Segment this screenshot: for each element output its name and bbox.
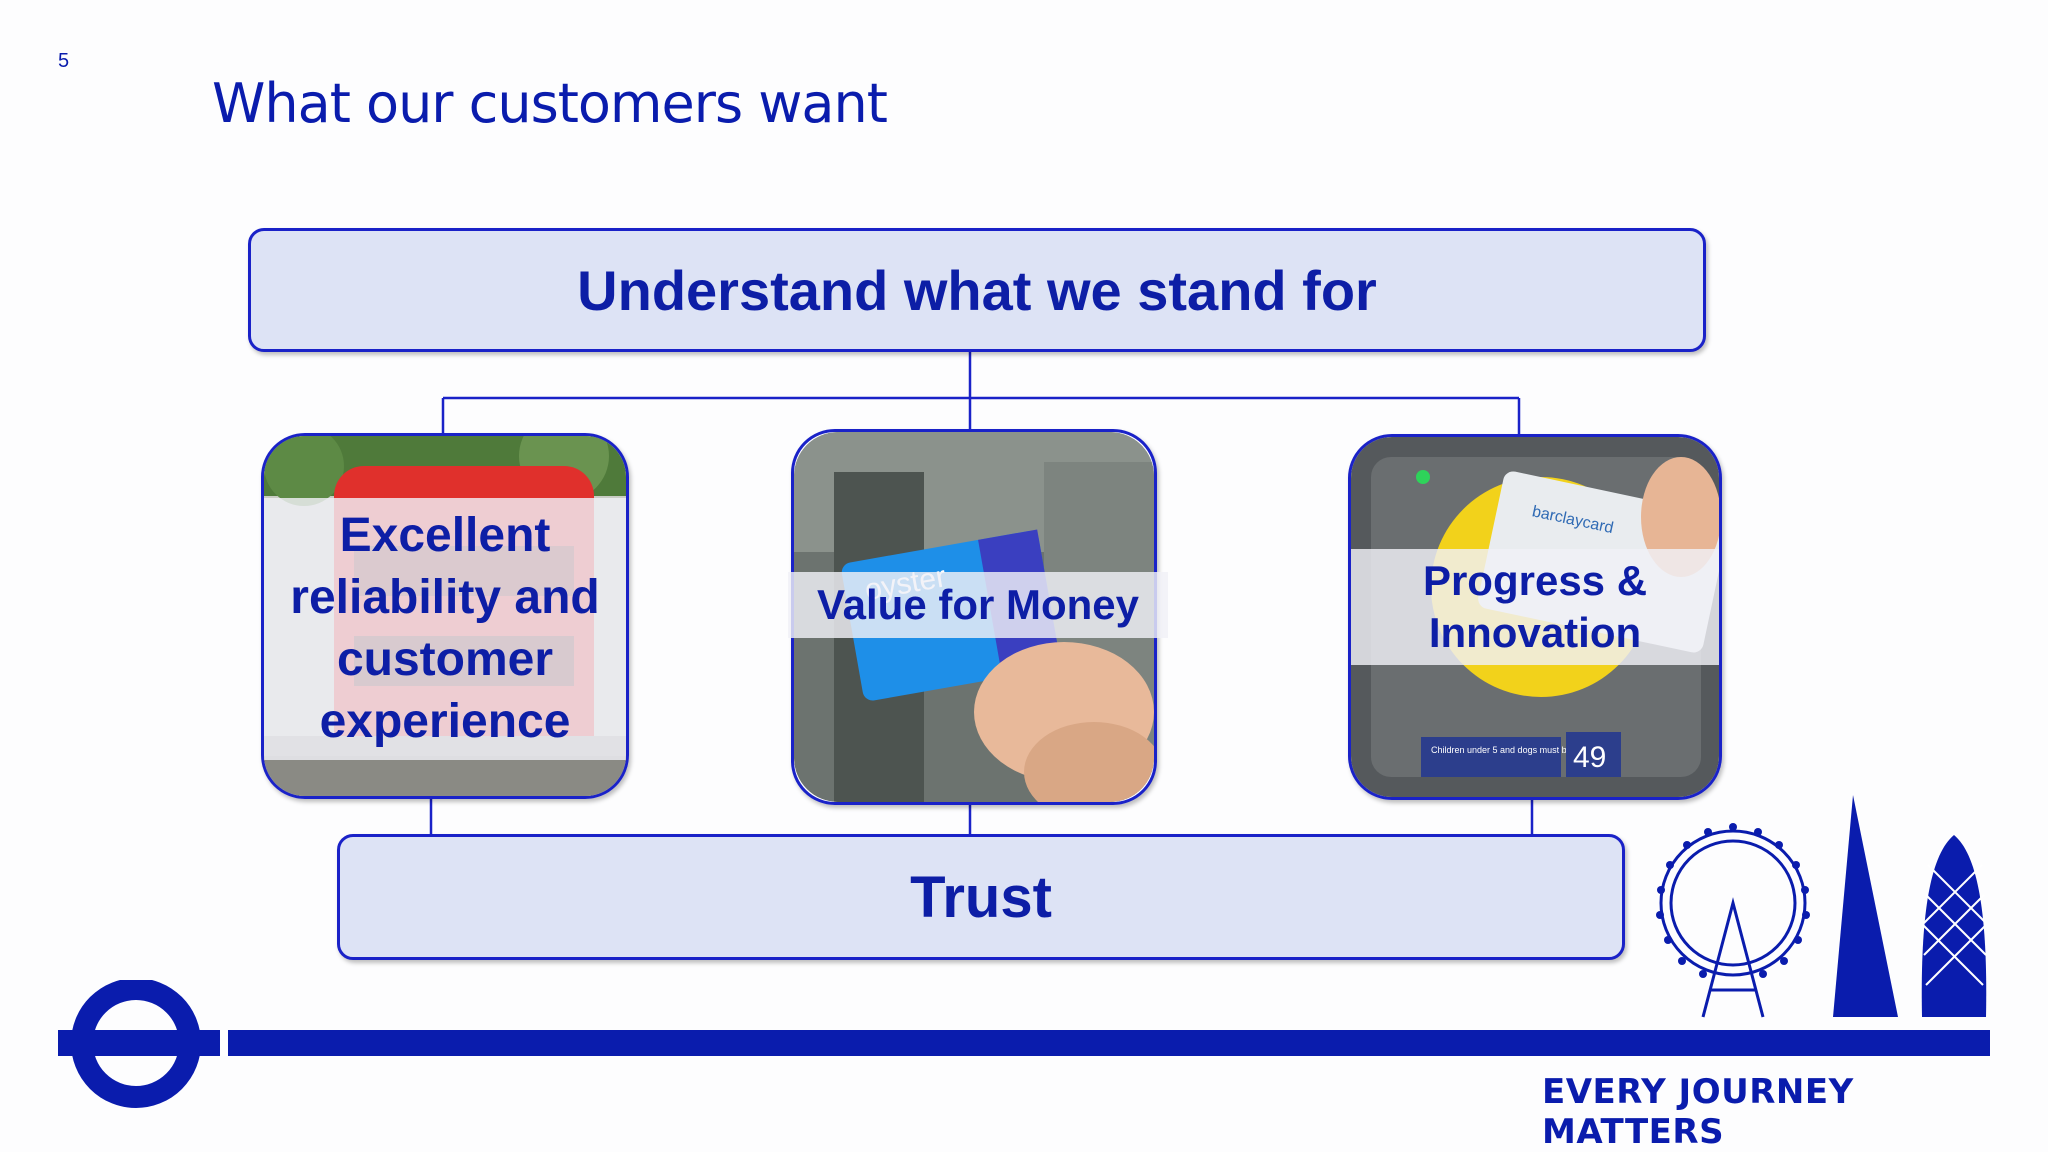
- footer-tagline: EVERY JOURNEY MATTERS: [1542, 1072, 1854, 1152]
- page-title: What our customers want: [212, 72, 888, 135]
- svg-text:49: 49: [1573, 741, 1606, 774]
- pillar-value: oyster Value for Money: [788, 429, 1168, 805]
- base-box-trust: Trust: [337, 834, 1625, 960]
- footer-bar: [58, 1030, 1990, 1056]
- pillar-innovation: barclaycard Children under 5 and dogs mu…: [1348, 434, 1722, 800]
- pillar-label: Excellent reliability and customer exper…: [264, 498, 626, 760]
- page-number: 5: [58, 50, 70, 72]
- top-box-understand: Understand what we stand for: [248, 228, 1706, 352]
- pillar-reliability: Excellent reliability and customer exper…: [261, 433, 629, 799]
- pillar-label: Value for Money: [788, 572, 1168, 638]
- london-skyline-icon: [1656, 795, 1987, 1018]
- svg-text:Children under 5 and dogs must: Children under 5 and dogs must be carrie…: [1431, 745, 1602, 755]
- pillar-label: Progress & Innovation: [1351, 549, 1719, 665]
- roundel-logo-icon: [58, 980, 228, 1108]
